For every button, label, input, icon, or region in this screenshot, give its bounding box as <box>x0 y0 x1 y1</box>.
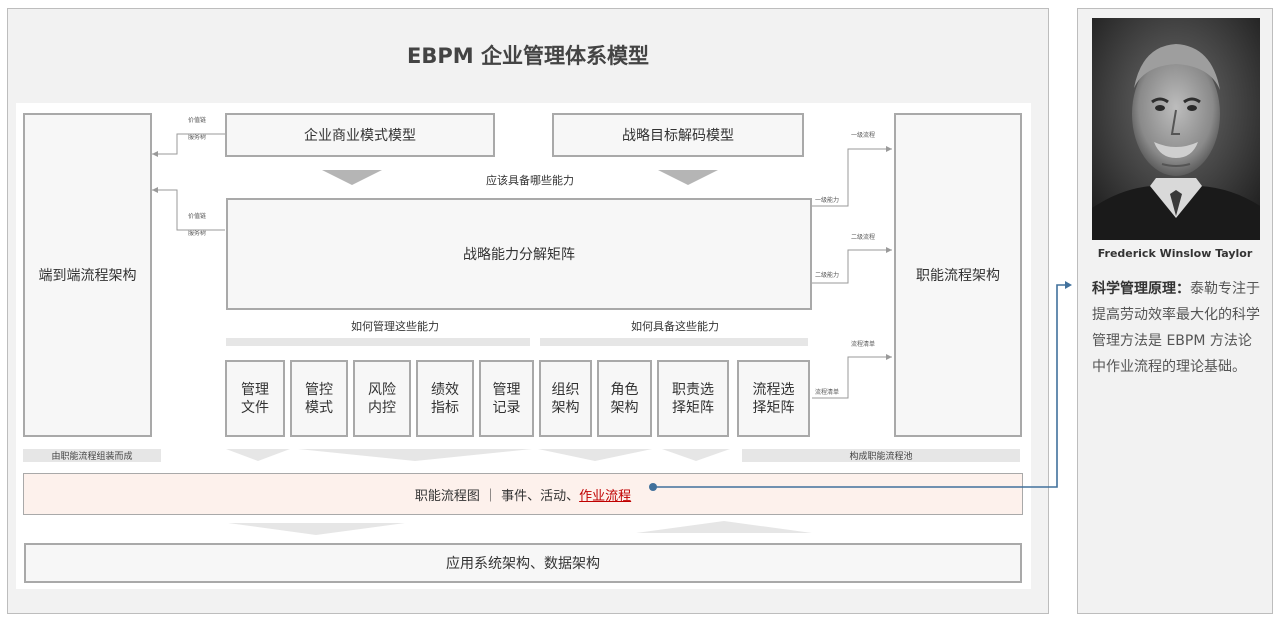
service-tree-tag-1: 服务树 <box>188 134 207 141</box>
level2-capability-tag: 二级能力 <box>815 272 840 279</box>
arrowhead-4 <box>886 247 892 253</box>
functional-flow-text: 职能流程图 ｜ 事件、活动、 <box>414 488 580 504</box>
process-list-tag-1: 流程清单 <box>851 341 876 348</box>
value-chain-arrow-2 <box>152 189 225 231</box>
level2-process-tag: 二级流程 <box>851 234 876 241</box>
level1-capability-tag: 一级能力 <box>815 197 840 204</box>
taylor-portrait <box>1092 18 1260 240</box>
functional-flow-box[interactable]: 职能流程图 ｜ 事件、活动、作业流程 <box>23 473 1023 515</box>
process-list-tag-2: 流程清单 <box>815 389 840 396</box>
chevron-band-4 <box>662 449 730 461</box>
org-structure-box[interactable]: 组织架构 <box>539 360 592 437</box>
strategy-matrix-box[interactable]: 战略能力分解矩阵 <box>226 198 812 310</box>
portrait-caption: Frederick Winslow Taylor <box>1097 247 1253 260</box>
assembled-from-band: 由职能流程组装而成 <box>23 449 161 462</box>
end-to-end-process-box[interactable]: 端到端流程架构 <box>23 113 152 437</box>
up-band-bottom <box>636 521 812 533</box>
management-record-box[interactable]: 管理记录 <box>479 360 534 437</box>
service-tree-tag-2: 服务树 <box>188 230 207 237</box>
chevron-band-3 <box>538 449 652 461</box>
level1-arrow <box>812 148 892 207</box>
job-process-link[interactable]: 作业流程 <box>579 488 632 504</box>
how-manage-label: 如何管理这些能力 <box>351 320 439 333</box>
role-structure-box[interactable]: 角色架构 <box>597 360 652 437</box>
performance-indicator-box[interactable]: 绩效指标 <box>416 360 474 437</box>
risk-control-box[interactable]: 风险内控 <box>353 360 411 437</box>
down-band-bottom <box>228 523 405 535</box>
forms-pool-band: 构成职能流程池 <box>742 449 1020 462</box>
manage-band <box>226 338 530 346</box>
arrowhead-3 <box>886 146 892 152</box>
link-arrowhead <box>1065 281 1072 289</box>
functional-process-box[interactable]: 职能流程架构 <box>894 113 1022 437</box>
arrowhead-1 <box>152 151 158 157</box>
capability-question-label: 应该具备哪些能力 <box>486 174 574 187</box>
have-band <box>540 338 808 346</box>
level1-process-tag: 一级流程 <box>851 132 876 139</box>
value-chain-tag-2: 价值链 <box>188 213 207 220</box>
arrowhead-5 <box>886 354 892 360</box>
strategy-decode-box[interactable]: 战略目标解码模型 <box>552 113 804 157</box>
management-documents-box[interactable]: 管理文件 <box>225 360 285 437</box>
process-matrix-box[interactable]: 流程选择矩阵 <box>737 360 810 437</box>
down-arrow-right <box>658 170 718 185</box>
process-list-arrow <box>812 356 892 399</box>
level2-arrow <box>812 249 892 284</box>
chevron-band-1 <box>226 449 290 461</box>
value-chain-tag-1: 价值链 <box>188 117 207 124</box>
how-have-label: 如何具备这些能力 <box>631 320 719 333</box>
business-model-box[interactable]: 企业商业模式模型 <box>225 113 495 157</box>
value-chain-arrow-1 <box>152 133 225 155</box>
taylor-description: 科学管理原理：泰勒专注于提高劳动效率最大化的科学管理方法是 EBPM 方法论中作… <box>1092 281 1260 375</box>
chevron-band-2 <box>298 449 532 461</box>
link-connector <box>653 284 1070 488</box>
application-architecture-box[interactable]: 应用系统架构、数据架构 <box>24 543 1022 583</box>
control-mode-box[interactable]: 管控模式 <box>290 360 348 437</box>
arrowhead-2 <box>152 187 158 193</box>
down-arrow-left <box>322 170 382 185</box>
diagram-title: EBPM 企业管理体系模型 <box>407 44 649 68</box>
responsibility-matrix-box[interactable]: 职责选择矩阵 <box>657 360 729 437</box>
